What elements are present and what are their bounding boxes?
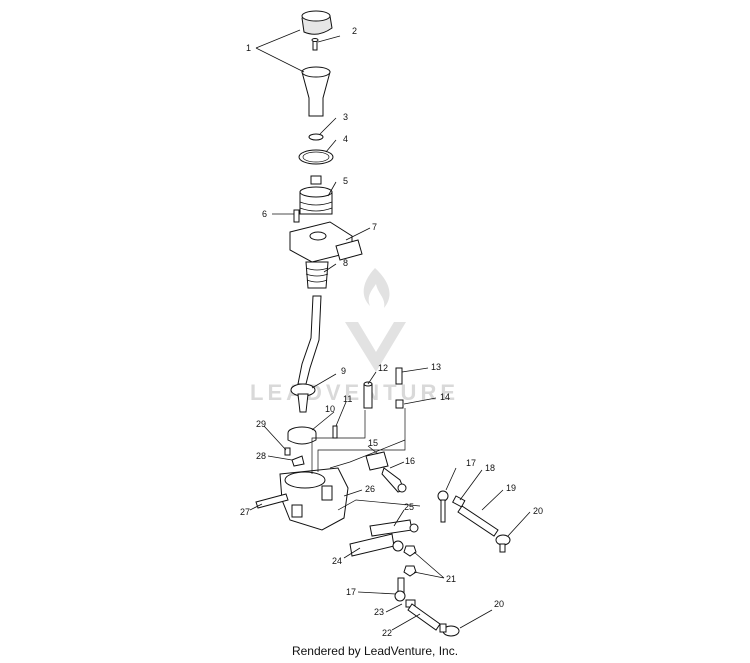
part-screw [311, 38, 319, 51]
part-ball-joint-lower [439, 623, 460, 637]
part-knob-cap [301, 10, 333, 35]
part-stud [395, 367, 403, 385]
callout-5: 5 [343, 176, 348, 186]
part-bolt [293, 209, 300, 223]
part-rod-end-lower [394, 577, 406, 602]
part-bellows [305, 261, 329, 289]
part-rod-end-right [437, 490, 449, 523]
part-jam-nut-right [452, 495, 466, 508]
callout-6: 6 [262, 209, 267, 219]
part-lock-nut-b [403, 565, 417, 577]
callout-16: 16 [405, 456, 415, 466]
callout-18: 18 [485, 463, 495, 473]
callout-20-lower: 20 [494, 599, 504, 609]
callout-29: 29 [256, 419, 266, 429]
callout-1: 1 [246, 43, 251, 53]
part-linkage-rod-upper [369, 519, 419, 537]
leadventure-watermark: LEADVENTURE [250, 268, 459, 405]
footer-credit: Rendered by LeadVenture, Inc. [291, 644, 459, 658]
callout-11: 11 [343, 394, 352, 404]
callout-17-right: 17 [466, 458, 476, 468]
part-tie-rod-right [457, 505, 499, 537]
callout-labels: 1 2 3 4 5 6 7 8 9 10 11 12 13 14 15 16 1… [240, 26, 543, 638]
part-boot [299, 175, 333, 215]
part-clip [291, 455, 305, 467]
linkage-guide-lines [311, 408, 421, 511]
callout-28: 28 [256, 451, 266, 461]
part-tie-rod-lower [407, 603, 441, 631]
callout-17-lower: 17 [346, 587, 356, 597]
callout-9: 9 [341, 366, 346, 376]
part-ball-joint-bolt [381, 467, 407, 493]
callout-20-right: 20 [533, 506, 543, 516]
callout-13: 13 [431, 362, 441, 372]
part-side-bolt [255, 493, 289, 509]
callout-19: 19 [506, 483, 516, 493]
callout-25: 25 [404, 502, 414, 512]
callout-3: 3 [343, 112, 348, 122]
part-shift-lever [290, 295, 322, 413]
callout-26: 26 [365, 484, 375, 494]
callout-7: 7 [372, 222, 377, 232]
callout-8: 8 [343, 258, 348, 268]
callout-27: 27 [240, 507, 250, 517]
part-lock-nut-a [403, 545, 417, 557]
part-housing-plate [289, 221, 363, 263]
callout-24: 24 [332, 556, 342, 566]
part-linkage-rod-lower [349, 533, 404, 557]
callout-22: 22 [382, 628, 392, 638]
callout-12: 12 [378, 363, 388, 373]
watermark-text: LEADVENTURE [250, 380, 459, 405]
callout-4: 4 [343, 134, 348, 144]
callout-15: 15 [368, 438, 378, 448]
part-knob-body [301, 66, 331, 117]
part-bracket [365, 451, 389, 471]
callout-23: 23 [374, 607, 384, 617]
part-o-ring [308, 133, 324, 141]
part-ring [298, 149, 334, 165]
callout-21: 21 [446, 574, 456, 584]
part-nut [395, 399, 404, 409]
leader-lines [249, 29, 531, 631]
v-logo-icon [345, 322, 406, 372]
part-pin [363, 381, 373, 409]
flame-logo-icon [363, 268, 390, 308]
callout-2: 2 [352, 26, 357, 36]
part-bushing [287, 426, 317, 445]
callout-10: 10 [325, 404, 335, 414]
part-ball-joint-right [495, 534, 511, 553]
part-spring-pin [332, 425, 338, 439]
callout-14: 14 [440, 392, 450, 402]
part-detent [284, 447, 291, 456]
part-main-housing [279, 467, 349, 531]
